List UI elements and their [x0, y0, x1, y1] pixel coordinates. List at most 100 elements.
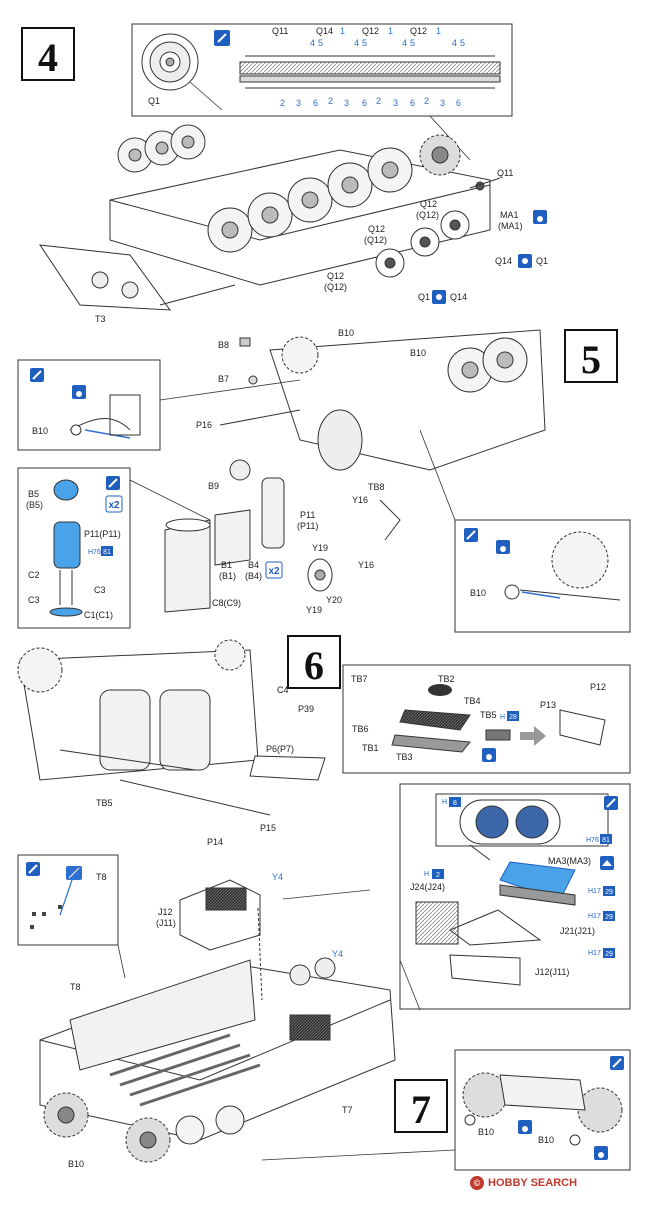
- label-q12b: Q12: [410, 26, 427, 36]
- torsion-bars: [109, 1033, 261, 1107]
- paint-num-28: 28: [509, 714, 517, 721]
- num-5a: 5: [318, 38, 323, 48]
- label-q1-a: Q1: [536, 256, 548, 266]
- step-7-section: T8: [17, 854, 631, 1171]
- paint-code-h-8: H: [442, 799, 447, 806]
- track-number-bottom-row: 2 3 6 2 3 6 2 3 6 2 3 6: [280, 96, 461, 108]
- label-tb6: TB6: [352, 724, 369, 734]
- rear-plate-t3: T3: [38, 244, 236, 324]
- label-tb1: TB1: [362, 743, 379, 753]
- label-c8: C8(C9): [212, 598, 241, 608]
- label-q11-b: Q11: [497, 168, 513, 178]
- label-tb2: TB2: [438, 674, 455, 684]
- glue-icon: [496, 540, 510, 554]
- label-j12: J12: [158, 907, 173, 917]
- label-b10-b: B10: [410, 348, 426, 358]
- paint-num-29-a: 29: [605, 889, 613, 896]
- num-b4: 3: [344, 98, 349, 108]
- lower-road-wheels: [207, 147, 413, 253]
- label-y16-a: Y16: [352, 495, 368, 505]
- num-5d: 5: [460, 38, 465, 48]
- label-c1: C1(C1): [84, 610, 113, 620]
- paint-code-h-2: H: [424, 871, 429, 878]
- step-4-section: 4 Q1: [21, 23, 548, 324]
- label-q12a: Q12: [362, 26, 379, 36]
- decal-icon: [66, 866, 82, 880]
- label-p16: P16: [196, 420, 212, 430]
- j12-block: [179, 879, 263, 1001]
- step5-exhaust-inset: x2 B5 (B5) P11(P11) H76 81 C2 C3 C3 C1(C…: [17, 467, 211, 629]
- label-b7: B7: [218, 374, 229, 384]
- paint-num-81: 81: [103, 549, 111, 556]
- num-4c: 4: [402, 38, 407, 48]
- logo-mark: ©: [470, 1176, 484, 1190]
- paint-code-badge: H17 29: [588, 948, 615, 958]
- glue-icon: [518, 1120, 532, 1134]
- step5-right-inset: B10: [419, 429, 631, 633]
- num-b3: 2: [328, 96, 333, 106]
- multiplier-badge-2: x2: [265, 561, 283, 579]
- label-ma1-alt: (MA1): [498, 221, 523, 231]
- label-q11: Q11: [272, 26, 288, 36]
- step-5-number: 5: [581, 337, 601, 382]
- label-y19-a: Y19: [312, 543, 328, 553]
- label-c4: C4: [277, 685, 289, 695]
- mult-x2-a: x2: [108, 500, 120, 511]
- muffler-parts: [164, 477, 333, 613]
- paint-icon: [30, 368, 44, 382]
- label-q14-a: Q14: [495, 256, 512, 266]
- label-tb4: TB4: [464, 696, 481, 706]
- paint-icon: [106, 476, 120, 490]
- paint-num-81-b: 81: [602, 837, 610, 844]
- step-4-number: 4: [38, 35, 58, 80]
- label-b1-alt: (B1): [219, 571, 236, 581]
- label-y16-b: Y16: [358, 560, 374, 570]
- step-7-number: 7: [411, 1087, 431, 1132]
- num-5c: 5: [410, 38, 415, 48]
- paint-code-h76-b: H76: [586, 837, 599, 844]
- step6-grille-inset: H 8 H76 81 MA3(MA3): [399, 783, 631, 1010]
- num-b10: 3: [440, 98, 445, 108]
- cement-icon-2: [432, 290, 446, 304]
- paint-num-29-b: 29: [605, 914, 613, 921]
- paint-code-h: H: [500, 714, 505, 721]
- label-q12-c-alt: (Q12): [324, 282, 347, 292]
- num-b6: 2: [376, 96, 381, 106]
- label-q12-c: Q12: [327, 271, 344, 281]
- step-5-number-box: 5: [564, 329, 618, 383]
- track-number-top-row: 4 5 4 5 4 5 4 5: [310, 38, 465, 48]
- drive-sprockets: [43, 1092, 171, 1163]
- label-p13: P13: [540, 700, 556, 710]
- mult-x2-b: x2: [268, 566, 280, 577]
- label-p14: P14: [207, 837, 223, 847]
- label-j11: (J11): [156, 918, 176, 928]
- paint-icon: [610, 1056, 624, 1070]
- label-t3: T3: [95, 314, 106, 324]
- num-b0: 2: [280, 98, 285, 108]
- label-y4-a: Y4: [272, 872, 283, 882]
- paint-num-2: 2: [436, 872, 440, 879]
- drive-sprocket: [419, 134, 461, 176]
- step-7-number-box: 7: [394, 1079, 448, 1133]
- label-b5: B5: [28, 489, 39, 499]
- label-b9: B9: [208, 481, 219, 491]
- num-b5: 6: [362, 98, 367, 108]
- paint-icon: [464, 528, 478, 542]
- num-4d: 4: [452, 38, 457, 48]
- num-b8: 6: [410, 98, 415, 108]
- cement-icon: [518, 254, 532, 268]
- step7-right-inset: B10 B10: [454, 1049, 631, 1171]
- step-5-section: 5 B8 B7 B10 B10 P16 B9 TB8 Y16 Y16: [17, 328, 631, 633]
- step6-tb-inset: TB7 TB2 TB6 TB4 TB5 H 28 TB1 TB3 P13 P12: [342, 664, 631, 774]
- label-q14: Q14: [316, 26, 333, 36]
- label-y20: Y20: [326, 595, 342, 605]
- label-c3-a: C3: [94, 585, 106, 595]
- label-p6: P6(P7): [266, 744, 294, 754]
- step-6-number-box: 6: [287, 635, 341, 689]
- watermark: © HOBBY SEARCH: [470, 1172, 645, 1194]
- label-t8-inset: T8: [96, 872, 107, 882]
- num-b1: 3: [296, 98, 301, 108]
- inset-q1-label: Q1: [148, 96, 160, 106]
